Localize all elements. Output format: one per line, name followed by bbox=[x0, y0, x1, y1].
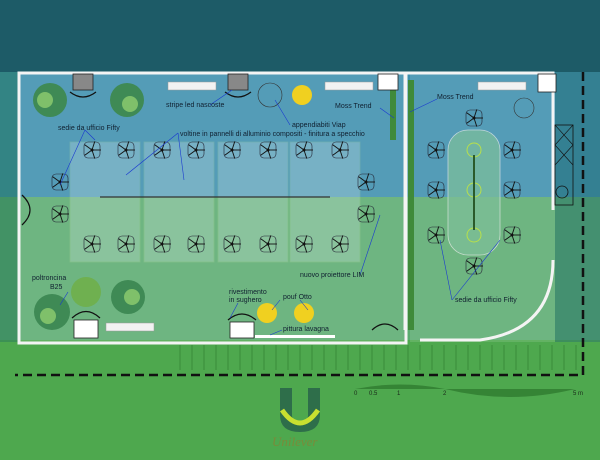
label-moss-trend: Moss Trend bbox=[437, 94, 474, 101]
door-swing bbox=[21, 194, 31, 226]
pillar bbox=[227, 73, 249, 91]
ceiling-panel bbox=[217, 141, 289, 263]
office-chair bbox=[83, 141, 101, 159]
logo-text: Unilever bbox=[272, 434, 318, 449]
office-chairs bbox=[51, 109, 521, 275]
ceiling-panel bbox=[69, 141, 141, 263]
office-chair bbox=[223, 141, 241, 159]
office-chair bbox=[503, 181, 521, 199]
office-chair bbox=[187, 141, 205, 159]
unilever-logo: Unilever bbox=[272, 388, 321, 449]
office-chair bbox=[187, 235, 205, 253]
top-band bbox=[0, 0, 600, 72]
label-voltine: voltine in pannelli di alluminio composi… bbox=[180, 131, 365, 138]
scale-tick: 0 bbox=[354, 391, 358, 397]
office-chair bbox=[259, 141, 277, 159]
radiator bbox=[324, 81, 374, 91]
pillar bbox=[73, 319, 99, 339]
door-swing bbox=[227, 313, 257, 321]
moss-wall-right bbox=[408, 80, 414, 330]
meeting-room-wall bbox=[405, 71, 555, 342]
moss-wall-left bbox=[390, 90, 396, 140]
office-chair bbox=[51, 205, 69, 223]
ceiling-panel bbox=[143, 141, 215, 263]
office-chair bbox=[153, 141, 171, 159]
label-moss-trend: Moss Trend bbox=[335, 103, 372, 110]
pillar bbox=[72, 73, 94, 91]
office-chair bbox=[83, 235, 101, 253]
label-sedie-fifty: sedie da ufficio Fifty bbox=[455, 297, 517, 304]
door-swing bbox=[371, 323, 399, 331]
label-sedie-fifty: sedie da ufficio Fifty bbox=[58, 125, 120, 132]
office-chair bbox=[427, 226, 445, 244]
label-lavagna: pittura lavagna bbox=[283, 326, 329, 333]
office-chair bbox=[331, 235, 349, 253]
office-chair bbox=[357, 173, 375, 191]
office-chair bbox=[465, 257, 483, 275]
office-chair bbox=[427, 181, 445, 199]
label-proiettore: nuovo proiettore LIM bbox=[300, 272, 364, 279]
label-rivestimento-2: in sughero bbox=[229, 297, 262, 304]
office-chair bbox=[117, 235, 135, 253]
scale-tick: 2 bbox=[443, 391, 447, 397]
pillar bbox=[229, 321, 255, 339]
office-chair bbox=[259, 235, 277, 253]
office-chair bbox=[117, 141, 135, 159]
pillar bbox=[537, 73, 557, 93]
office-chair bbox=[295, 141, 313, 159]
office-chair bbox=[295, 235, 313, 253]
scale-tick: 0.5 bbox=[369, 391, 378, 397]
pouf bbox=[257, 303, 277, 323]
label-stripe-led: stripe led nascoste bbox=[166, 102, 224, 109]
office-chair bbox=[427, 141, 445, 159]
label-pouf: pouf Otto bbox=[283, 294, 312, 301]
coat-stand bbox=[513, 97, 535, 119]
office-chair bbox=[465, 109, 483, 127]
label-rivestimento: rivestimento bbox=[229, 289, 267, 296]
label-appendiabiti: appendiabiti Viap bbox=[292, 122, 346, 129]
blackboard-wall bbox=[255, 335, 335, 338]
office-chair bbox=[153, 235, 171, 253]
office-chair bbox=[357, 205, 375, 223]
pillar bbox=[377, 73, 399, 91]
office-chair bbox=[503, 226, 521, 244]
label-poltroncina: poltroncina bbox=[32, 275, 66, 282]
scale-tick: 1 bbox=[397, 391, 401, 397]
pouf bbox=[292, 85, 312, 105]
ceiling-panel bbox=[289, 141, 361, 263]
radiator bbox=[477, 81, 527, 91]
label-poltroncina-model: B25 bbox=[50, 284, 63, 291]
door-swing bbox=[69, 91, 97, 98]
door-swing bbox=[71, 310, 101, 319]
scale-tick: 5 m bbox=[573, 391, 583, 397]
radiator bbox=[167, 81, 217, 91]
office-chair bbox=[223, 235, 241, 253]
pouf bbox=[294, 303, 314, 323]
coat-stand bbox=[257, 82, 283, 108]
site-boundary bbox=[15, 72, 585, 377]
office-chair bbox=[331, 141, 349, 159]
radiator bbox=[105, 322, 155, 332]
office-chair bbox=[503, 141, 521, 159]
scale-bar: 0 0.5 1 2 5 m bbox=[354, 384, 583, 397]
